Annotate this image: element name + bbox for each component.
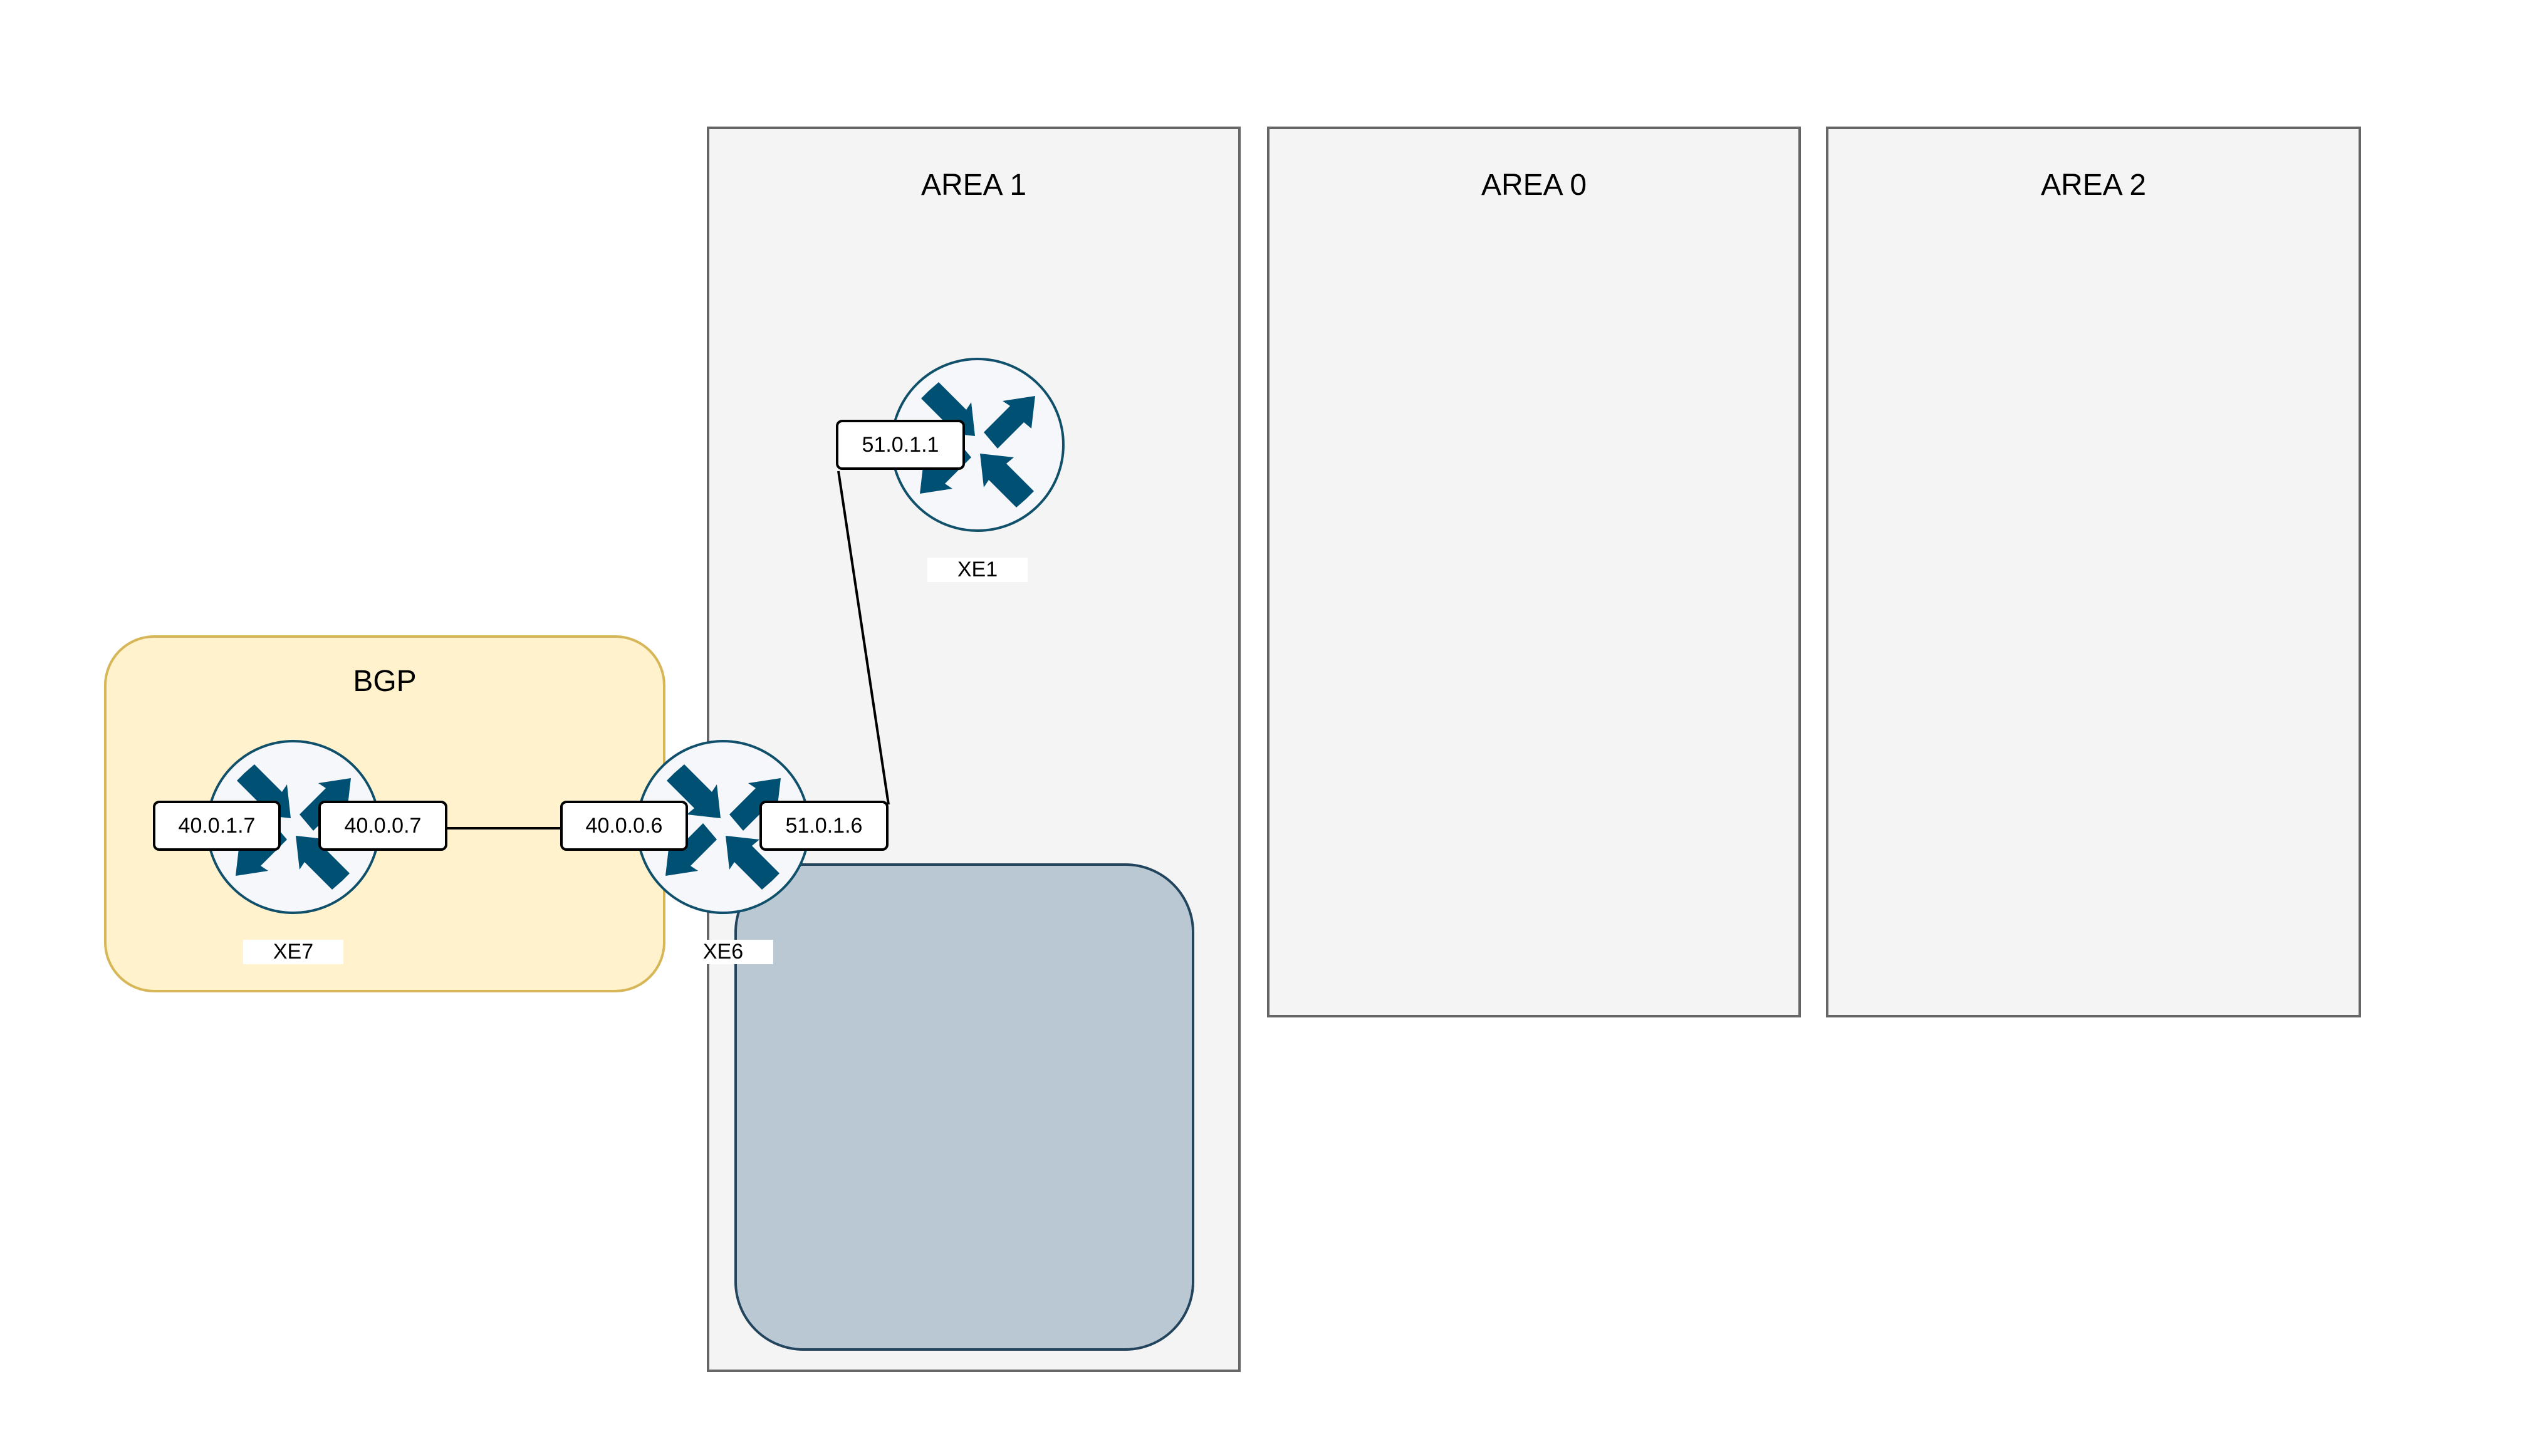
bgp-title: BGP [353,665,417,698]
area-2-box[interactable]: AREA 2 [1826,127,2361,1017]
router-xe1-label: XE1 [927,558,1028,582]
router-xe6-label: XE6 [673,940,773,964]
area-2-title: AREA 2 [2040,169,2147,202]
router-xe6-icon[interactable] [635,739,811,915]
iface-xe7-40-0-0-7[interactable]: 40.0.0.7 [318,801,447,851]
link-xe6-xe1[interactable] [837,471,890,805]
iface-xe1-51-0-1-1[interactable]: 51.0.1.1 [836,420,965,470]
iface-xe6-51-0-1-6[interactable]: 51.0.1.6 [759,801,889,851]
router-xe7-label: XE7 [243,940,343,964]
iface-xe6-40-0-0-6[interactable]: 40.0.0.6 [560,801,688,851]
area-0-title: AREA 0 [1481,169,1587,202]
iface-xe7-40-0-1-7[interactable]: 40.0.1.7 [153,801,281,851]
area-0-box[interactable]: AREA 0 [1267,127,1801,1017]
area-1-inner-box[interactable] [734,863,1194,1351]
router-xe1-icon[interactable] [890,357,1065,533]
area-1-title: AREA 1 [920,169,1027,202]
